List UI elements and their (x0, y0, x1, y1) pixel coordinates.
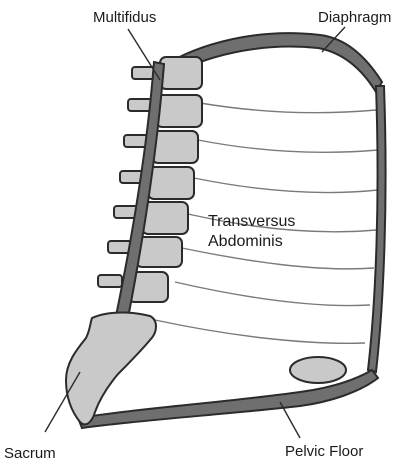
vertebra-body (148, 167, 194, 199)
sacrum-bone (66, 313, 156, 425)
vertebra-body (156, 95, 202, 127)
diaphragm-label: Diaphragm (318, 9, 391, 26)
vertebra-body (152, 131, 198, 163)
fiber-line (198, 140, 378, 152)
vertebra-body (160, 57, 202, 89)
fiber-line (155, 320, 365, 343)
pelvic-floor-label: Pelvic Floor (285, 443, 363, 460)
abdominal-wall (368, 86, 386, 372)
sacrum-label: Sacrum (4, 445, 56, 462)
transversus-label-line1: Transversus (208, 213, 295, 230)
vertebra-process (128, 99, 152, 111)
fiber-line (182, 248, 374, 269)
vertebra-process (98, 275, 122, 287)
vertebra-body (142, 202, 188, 234)
pelvic-floor-oval (290, 357, 346, 383)
transversus-label-line2: Abdominis (208, 233, 283, 250)
vertebra-body (136, 237, 182, 267)
multifidus-label: Multifidus (93, 9, 156, 26)
fiber-line (194, 178, 378, 193)
fiber-line (200, 103, 376, 113)
fiber-line (175, 282, 370, 306)
